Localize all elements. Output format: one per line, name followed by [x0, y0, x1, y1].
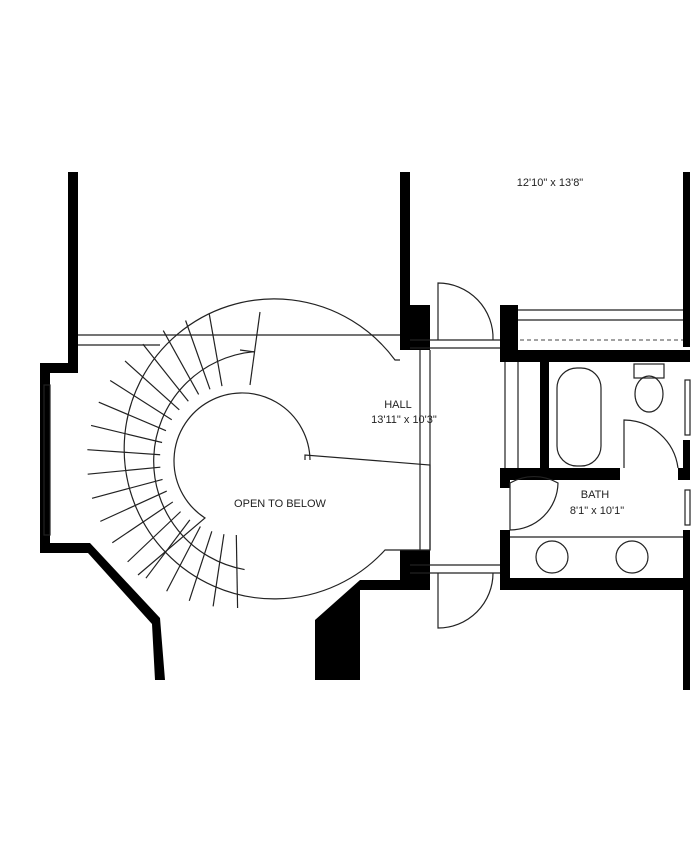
hall-dimensions: 13'11" x 10'3"	[371, 414, 437, 426]
stair-tread	[185, 320, 211, 390]
hall-label: HALL	[384, 399, 412, 411]
bathtub	[556, 367, 602, 467]
thin-lines	[43, 309, 691, 574]
toilet-tank	[633, 363, 665, 379]
stair-tread	[145, 519, 191, 579]
stair-tread	[124, 360, 180, 411]
stair-tread	[111, 501, 174, 544]
door-hall-bottom	[437, 572, 494, 629]
stair-tread	[188, 531, 213, 601]
stair-tread	[166, 526, 201, 592]
bath-label: BATH	[581, 489, 610, 501]
stair-tread	[90, 424, 163, 444]
stair-stringer	[153, 351, 255, 571]
doors	[437, 282, 679, 629]
stair-tread	[127, 511, 182, 563]
stair-tread	[100, 490, 168, 522]
stair-tread	[212, 534, 225, 607]
top-room-dimensions: 12'10" x 13'8"	[517, 177, 584, 189]
fixtures	[535, 363, 665, 574]
stair-tread	[87, 466, 161, 475]
spiral-staircase	[87, 298, 431, 608]
stair-tread	[87, 449, 161, 456]
open-to-below-label: OPEN TO BELOW	[234, 498, 327, 510]
door-hall-top	[437, 282, 494, 341]
bath-dimensions: 8'1" x 10'1"	[570, 505, 624, 517]
stair-tread	[142, 343, 189, 402]
door-bath	[509, 476, 559, 531]
stair-tread	[235, 534, 239, 608]
toilet-bowl	[634, 375, 664, 413]
stair-tread	[109, 379, 173, 421]
sink-left	[535, 540, 569, 574]
door-toilet	[623, 419, 679, 469]
stair-tread	[162, 330, 200, 395]
walls	[40, 172, 690, 690]
sink-right	[615, 540, 649, 574]
stair-tread	[208, 314, 223, 387]
stair-tread	[98, 401, 167, 432]
stair-tread	[91, 478, 163, 499]
